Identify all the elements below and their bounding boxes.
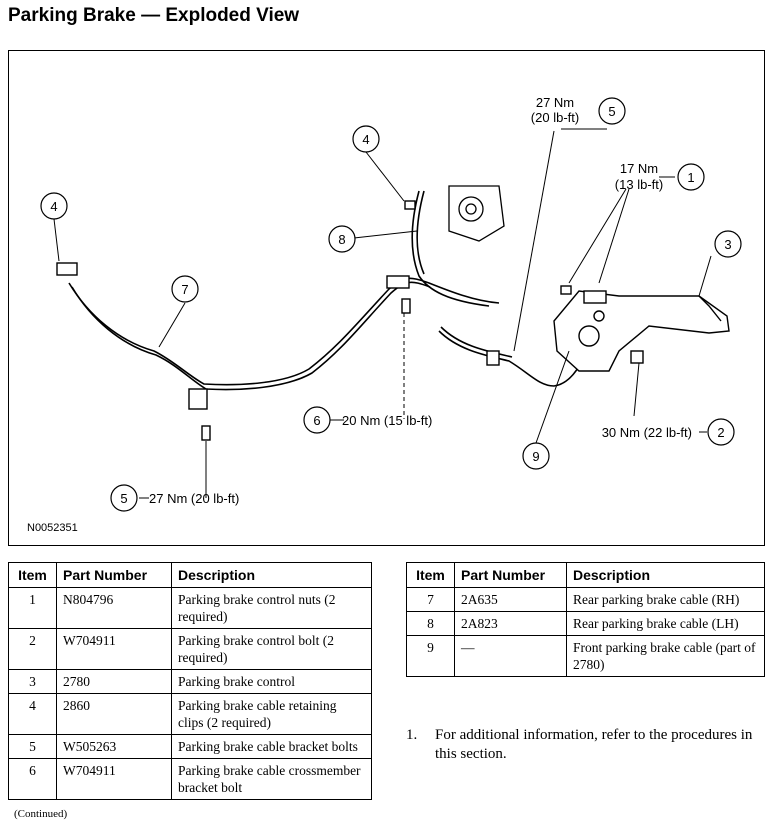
svg-text:1: 1: [687, 170, 694, 185]
brake-caliper: [448, 185, 505, 242]
description-cell: Parking brake cable crossmember bracket …: [171, 758, 372, 800]
header-part-number: Part Number: [454, 562, 567, 588]
description-cell: Rear parking brake cable (RH): [566, 587, 765, 612]
callout-5-top: 5 27 Nm (20 lb-ft): [531, 95, 626, 125]
item-cell: 9: [406, 635, 455, 677]
exploded-view-diagram: 1 17 Nm (13 lb-ft) 2 30 Nm (22 lb-ft) 3 …: [8, 50, 765, 546]
svg-text:8: 8: [338, 232, 345, 247]
torque-label-5a: 27 Nm: [536, 95, 574, 110]
header-description: Description: [566, 562, 765, 588]
part-number-cell: 2780: [56, 669, 172, 694]
item-cell: 7: [406, 587, 455, 612]
svg-text:6: 6: [313, 413, 320, 428]
svg-text:27 Nm (20 lb-ft): 27 Nm (20 lb-ft): [149, 491, 239, 506]
callout-9: 9: [522, 442, 550, 470]
description-cell: Parking brake cable retaining clips (2 r…: [171, 693, 372, 735]
parking-brake-control-drawing: [553, 290, 730, 372]
svg-text:5: 5: [120, 491, 127, 506]
svg-text:9: 9: [532, 449, 539, 464]
part-number-cell: 2A635: [454, 587, 567, 612]
note-text: For additional information, refer to the…: [435, 727, 753, 762]
continued-label: (Continued): [14, 808, 68, 820]
leader-lines: [53, 128, 712, 499]
table-row: 9—Front parking brake cable (part of 278…: [406, 635, 765, 677]
part-number-cell: N804796: [56, 587, 172, 629]
callout-4-right: 4: [352, 125, 380, 153]
part-number-cell: W704911: [56, 628, 172, 670]
cable-rh-rear: [68, 277, 500, 391]
description-cell: Parking brake control nuts (2 required): [171, 587, 372, 629]
note-number: 1.: [406, 727, 418, 743]
svg-text:4: 4: [362, 132, 369, 147]
item-cell: 2: [8, 628, 57, 670]
svg-text:4: 4: [50, 199, 57, 214]
header-description: Description: [171, 562, 372, 588]
callout-6: 6 20 Nm (15 lb-ft): [303, 406, 432, 434]
callout-3: 3: [714, 230, 742, 258]
note-1: 1. For additional information, refer to …: [406, 726, 756, 764]
figure-id: N0052351: [27, 522, 78, 534]
cable-lh-rear: [411, 190, 490, 307]
part-number-cell: W704911: [56, 758, 172, 800]
item-cell: 8: [406, 611, 455, 636]
item-cell: 4: [8, 693, 57, 735]
callout-2: 2 30 Nm (22 lb-ft): [602, 418, 735, 446]
description-cell: Front parking brake cable (part of 2780): [566, 635, 765, 677]
svg-text:5: 5: [608, 104, 615, 119]
description-cell: Parking brake control: [171, 669, 372, 694]
svg-text:7: 7: [181, 282, 188, 297]
description-cell: Rear parking brake cable (LH): [566, 611, 765, 636]
torque-label-1b: (13 lb-ft): [615, 177, 663, 192]
callout-1: 1 17 Nm (13 lb-ft): [615, 161, 705, 192]
bracket-parts: [56, 200, 644, 441]
callout-8: 8: [328, 225, 356, 253]
torque-label-5b: (20 lb-ft): [531, 110, 579, 125]
header-item: Item: [406, 562, 455, 588]
header-item: Item: [8, 562, 57, 588]
torque-label-1a: 17 Nm: [620, 161, 658, 176]
callout-7: 7: [171, 275, 199, 303]
item-cell: 3: [8, 669, 57, 694]
part-number-cell: 2860: [56, 693, 172, 735]
part-number-cell: W505263: [56, 734, 172, 759]
header-part-number: Part Number: [56, 562, 172, 588]
callout-4-left: 4: [40, 192, 68, 220]
cable-front: [438, 326, 588, 387]
part-number-cell: 2A823: [454, 611, 567, 636]
item-cell: 6: [8, 758, 57, 800]
description-cell: Parking brake control bolt (2 required): [171, 628, 372, 670]
callout-5-bottom: 5 27 Nm (20 lb-ft): [110, 484, 239, 512]
page-title: Parking Brake — Exploded View: [8, 5, 300, 26]
description-cell: Parking brake cable bracket bolts: [171, 734, 372, 759]
svg-text:20 Nm (15 lb-ft): 20 Nm (15 lb-ft): [342, 413, 432, 428]
part-number-cell: —: [454, 635, 567, 677]
item-cell: 1: [8, 587, 57, 629]
svg-text:3: 3: [724, 237, 731, 252]
svg-text:2: 2: [717, 425, 724, 440]
svg-text:30 Nm (22 lb-ft): 30 Nm (22 lb-ft): [602, 425, 692, 440]
item-cell: 5: [8, 734, 57, 759]
